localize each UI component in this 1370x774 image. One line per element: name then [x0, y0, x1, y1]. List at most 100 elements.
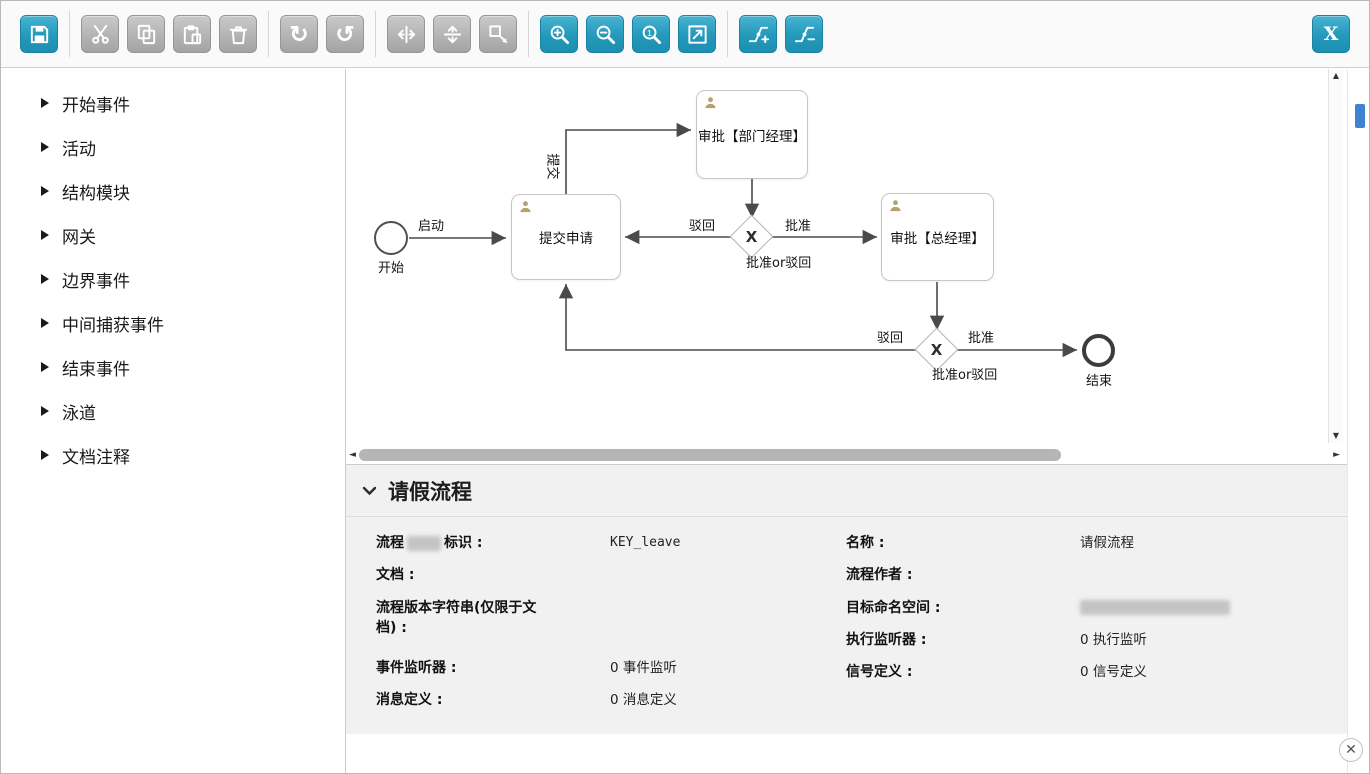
property-row-event-listener: 事件监听器 : 0 事件监听: [376, 658, 846, 678]
gateway-1-caption: 批准or驳回: [746, 256, 812, 271]
add-bendpoint-button[interactable]: [739, 15, 777, 53]
property-row-author: 流程作者 :: [846, 565, 1347, 585]
chevron-right-icon: [41, 186, 49, 196]
property-row-signal-def: 信号定义 : 0 信号定义: [846, 662, 1347, 682]
chevron-right-icon: [41, 406, 49, 416]
align-vertical-button[interactable]: [433, 15, 471, 53]
event-listener-value[interactable]: 0 事件监听: [610, 659, 677, 676]
exec-listener-value[interactable]: 0 执行监听: [1080, 631, 1147, 648]
chevron-right-icon: [41, 450, 49, 460]
process-id-label: 流程标识 :: [376, 535, 483, 551]
palette-item-label: 结构模块: [62, 183, 130, 204]
palette-item-gateways[interactable]: 网关: [1, 213, 345, 257]
remove-bendpoint-icon: [794, 26, 815, 42]
remove-bendpoint-button[interactable]: [785, 15, 823, 53]
properties-header[interactable]: 请假流程: [346, 465, 1347, 517]
save-button[interactable]: [20, 15, 58, 53]
shape-palette: 开始事件 活动 结构模块 网关 边界事件 中间捕获事件 结束事件 泳道: [1, 69, 346, 773]
author-label: 流程作者 :: [846, 567, 913, 584]
redo-icon: ↻: [289, 20, 309, 47]
palette-item-annotations[interactable]: 文档注释: [1, 433, 345, 477]
event-listener-label: 事件监听器 :: [376, 659, 457, 676]
gateway-2-glyph: X: [930, 340, 943, 359]
edge-label-submit: 提交: [544, 153, 560, 180]
same-size-button[interactable]: [479, 15, 517, 53]
toolbar-separator: [375, 11, 376, 57]
toolbar-separator: [268, 11, 269, 57]
name-value[interactable]: 请假流程: [1080, 535, 1134, 551]
properties-grid: 流程标识 : KEY_leave 文档 : 流程版本字符串(仅限于文档) : 事…: [346, 517, 1347, 722]
task-dept-manager-node[interactable]: 审批【部门经理】: [696, 90, 808, 179]
undo-icon: ↺: [335, 20, 355, 47]
align-vertical-icon: [443, 25, 461, 43]
edge-label-reject-1: 驳回: [688, 219, 715, 234]
palette-item-intermediate-catching-events[interactable]: 中间捕获事件: [1, 301, 345, 345]
palette-item-end-events[interactable]: 结束事件: [1, 345, 345, 389]
zoom-fit-button[interactable]: [678, 15, 716, 53]
task-general-manager-node[interactable]: 审批【总经理】: [881, 193, 994, 281]
delete-button[interactable]: [219, 15, 257, 53]
zoom-actual-button[interactable]: 1: [632, 15, 670, 53]
palette-item-start-events[interactable]: 开始事件: [1, 81, 345, 125]
close-x-label: X: [1323, 23, 1339, 45]
zoom-out-button[interactable]: [586, 15, 624, 53]
namespace-value[interactable]: [1080, 598, 1230, 618]
paste-button[interactable]: [173, 15, 211, 53]
palette-item-label: 边界事件: [62, 271, 130, 292]
user-task-icon: [520, 201, 531, 213]
scissors-icon: [91, 24, 109, 44]
chevron-right-icon: [41, 98, 49, 108]
scroll-right-icon[interactable]: ►: [1333, 449, 1340, 460]
end-event-label: 结束: [1085, 374, 1112, 389]
redo-button[interactable]: ↻: [280, 15, 318, 53]
toolbar-separator: [69, 11, 70, 57]
scrollbar-track[interactable]: [358, 449, 1331, 461]
message-def-value[interactable]: 0 消息定义: [610, 691, 677, 708]
toolbar: ↻ ↺: [1, 1, 1369, 68]
end-event-node[interactable]: [1082, 334, 1115, 367]
start-event-node[interactable]: [374, 221, 408, 255]
trash-icon: [229, 25, 247, 44]
collapse-chevron-icon[interactable]: [362, 486, 377, 496]
align-horizontal-button[interactable]: [387, 15, 425, 53]
palette-item-swimlanes[interactable]: 泳道: [1, 389, 345, 433]
palette-item-label: 文档注释: [62, 447, 130, 468]
canvas-horizontal-scrollbar[interactable]: ◄ ►: [346, 447, 1343, 463]
doc-label: 文档 :: [376, 567, 415, 584]
zoom-actual-label: 1: [647, 27, 652, 37]
palette-item-structural[interactable]: 结构模块: [1, 169, 345, 213]
scrollbar-thumb[interactable]: [358, 449, 1061, 461]
property-row-exec-listener: 执行监听器 : 0 执行监听: [846, 630, 1347, 650]
canvas-vertical-scrollbar[interactable]: ▲ ▼: [1328, 69, 1343, 443]
toolbar-separator: [727, 11, 728, 57]
palette-item-boundary-events[interactable]: 边界事件: [1, 257, 345, 301]
scroll-down-icon[interactable]: ▼: [1332, 431, 1340, 440]
copy-icon: [137, 24, 155, 44]
task-submit-node[interactable]: 提交申请: [511, 194, 621, 280]
gateway-2-caption: 批准or驳回: [932, 368, 998, 383]
window-scrollbar[interactable]: [1347, 69, 1369, 773]
cut-button[interactable]: [81, 15, 119, 53]
window-scrollbar-thumb[interactable]: [1355, 104, 1365, 128]
task-label: 提交申请: [539, 231, 593, 247]
diagram-canvas[interactable]: 开始 提交申请 审批【部门经理】 审批【总经理】 X X 结束 启动 提交: [346, 69, 1328, 443]
save-icon: [30, 25, 48, 43]
scroll-left-icon[interactable]: ◄: [349, 449, 356, 460]
close-panel-button[interactable]: ✕: [1339, 738, 1363, 762]
zoom-in-button[interactable]: [540, 15, 578, 53]
user-task-icon: [890, 200, 901, 212]
toolbar-separator: [528, 11, 529, 57]
palette-item-label: 结束事件: [62, 359, 130, 380]
namespace-label: 目标命名空间 :: [846, 599, 941, 616]
property-row-process-id: 流程标识 : KEY_leave: [376, 533, 846, 553]
scroll-up-icon[interactable]: ▲: [1332, 71, 1340, 80]
palette-item-label: 活动: [62, 139, 96, 160]
process-id-value[interactable]: KEY_leave: [610, 535, 681, 550]
edge-label-approve-2: 批准: [967, 331, 994, 346]
signal-def-value[interactable]: 0 信号定义: [1080, 664, 1147, 681]
palette-item-activities[interactable]: 活动: [1, 125, 345, 169]
copy-button[interactable]: [127, 15, 165, 53]
undo-button[interactable]: ↺: [326, 15, 364, 53]
name-label: 名称 :: [846, 535, 885, 551]
close-x-button[interactable]: X: [1312, 15, 1350, 53]
